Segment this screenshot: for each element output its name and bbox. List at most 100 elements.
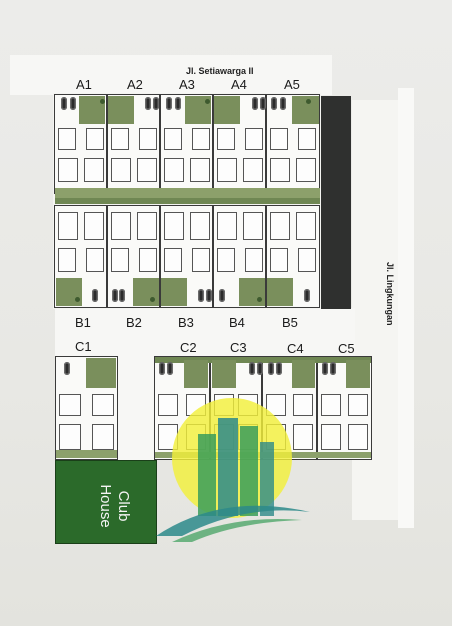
room: [266, 394, 286, 416]
room: [58, 128, 76, 150]
lot-label-b2: B2: [126, 315, 142, 330]
lot-label-c2: C2: [180, 340, 197, 355]
room: [270, 128, 288, 150]
car-icon: [166, 97, 172, 110]
room: [321, 394, 341, 416]
room: [111, 128, 129, 150]
garden-a2: [108, 96, 134, 124]
road-middle: [55, 308, 355, 356]
room: [58, 248, 76, 272]
room: [348, 424, 368, 450]
room: [164, 158, 184, 182]
garden-c2: [184, 360, 208, 388]
logo-building: [260, 442, 274, 516]
room: [111, 248, 129, 272]
room: [59, 394, 81, 416]
street-label-top: Jl. Setiawarga II: [186, 66, 254, 76]
car-icon: [252, 97, 258, 110]
garden-c1: [86, 358, 116, 388]
room: [58, 212, 78, 240]
room: [111, 212, 131, 240]
room: [296, 158, 316, 182]
car-icon: [280, 97, 286, 110]
road-right-edge: [398, 88, 414, 528]
car-icon: [271, 97, 277, 110]
car-icon: [219, 289, 225, 302]
room: [92, 394, 114, 416]
room: [164, 128, 182, 150]
car-icon: [112, 289, 118, 302]
garden-c4: [292, 360, 315, 388]
room: [245, 248, 263, 272]
room: [190, 212, 210, 240]
room: [243, 158, 263, 182]
room: [298, 128, 316, 150]
road-top: [10, 55, 332, 95]
car-icon: [198, 289, 204, 302]
logo-swoosh: [172, 518, 302, 542]
room: [298, 248, 316, 272]
car-icon: [70, 97, 76, 110]
garden-b3: [161, 278, 187, 306]
car-icon: [276, 362, 282, 375]
lot-label-a2: A2: [127, 77, 143, 92]
logo-building: [198, 434, 216, 516]
tree-icon: [306, 99, 311, 104]
room: [137, 158, 157, 182]
lot-label-a1: A1: [76, 77, 92, 92]
car-icon: [119, 289, 125, 302]
car-icon: [249, 362, 255, 375]
garden-a5: [292, 96, 319, 124]
lot-label-b3: B3: [178, 315, 194, 330]
lot-label-a5: A5: [284, 77, 300, 92]
room: [92, 424, 114, 450]
room: [245, 128, 263, 150]
garden-strip-b: [55, 198, 320, 204]
tree-icon: [257, 297, 262, 302]
room: [217, 128, 235, 150]
garden-b4: [239, 278, 265, 306]
room: [58, 158, 78, 182]
car-icon: [153, 97, 159, 110]
garden-strip-a: [55, 188, 320, 198]
car-icon: [145, 97, 151, 110]
room: [190, 158, 210, 182]
club-house-label: Club House: [96, 476, 132, 536]
room: [111, 158, 131, 182]
room: [86, 128, 104, 150]
room: [217, 212, 237, 240]
garden-strip-c-top: [155, 357, 371, 363]
logo-swoosh: [156, 505, 310, 536]
room: [270, 158, 290, 182]
car-icon: [167, 362, 173, 375]
garden-strip-c1: [56, 450, 117, 458]
room: [164, 248, 182, 272]
club-house-line2: House: [97, 484, 114, 528]
room: [139, 248, 157, 272]
tree-icon: [100, 99, 105, 104]
room: [139, 128, 157, 150]
lot-label-b5: B5: [282, 315, 298, 330]
club-house-line1: Club: [115, 490, 132, 522]
lot-label-b1: B1: [75, 315, 91, 330]
street-label-right: Jl. Lingkungan: [385, 262, 395, 326]
room: [217, 158, 237, 182]
garden-b2: [133, 278, 159, 306]
room: [59, 424, 81, 450]
room: [217, 248, 235, 272]
room: [137, 212, 157, 240]
lot-label-c1: C1: [75, 339, 92, 354]
car-icon: [175, 97, 181, 110]
lot-label-c3: C3: [230, 340, 247, 355]
car-icon: [64, 362, 70, 375]
car-icon: [304, 289, 310, 302]
car-icon: [206, 289, 212, 302]
tree-icon: [150, 297, 155, 302]
car-icon: [159, 362, 165, 375]
car-icon: [322, 362, 328, 375]
room: [270, 248, 288, 272]
garden-c5: [346, 360, 370, 388]
tree-icon: [75, 297, 80, 302]
car-icon: [257, 362, 263, 375]
room: [293, 424, 313, 450]
